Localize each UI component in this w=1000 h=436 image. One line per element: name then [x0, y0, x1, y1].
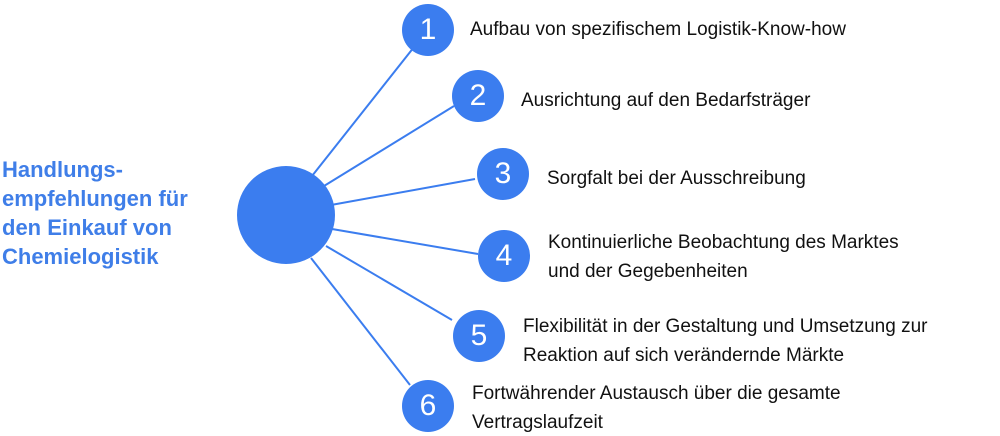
item-5-line-2: Reaktion auf sich verändernde Märkte — [523, 345, 845, 366]
connector-4 — [331, 228, 479, 255]
item-1-line-1: Aufbau von spezifischem Logistik-Know-ho… — [470, 19, 846, 40]
item-5-number-circle: 5 — [453, 310, 505, 362]
item-4-number-circle: 4 — [478, 230, 530, 282]
title-line-2: empfehlungen für — [2, 186, 188, 211]
item-3-line-1: Sorgfalt bei der Ausschreibung — [547, 168, 806, 189]
item-3-label: Sorgfalt bei der Ausschreibung — [547, 164, 806, 193]
item-1-number-circle: 1 — [402, 4, 454, 56]
central-hub-circle — [237, 166, 335, 264]
connector-6 — [310, 257, 411, 386]
item-5-line-1: Flexibilität in der Gestaltung und Umset… — [523, 316, 928, 337]
item-4-line-1: Kontinuierliche Beobachtung des Marktes — [548, 232, 899, 253]
title-line-3: den Einkauf von — [2, 215, 172, 240]
connector-3 — [330, 178, 476, 206]
item-6-line-2: Vertragslaufzeit — [472, 412, 603, 433]
connector-2 — [323, 105, 455, 187]
item-4-label: Kontinuierliche Beobachtung des Marktes … — [548, 228, 899, 286]
item-4-line-2: und der Gegebenheiten — [548, 261, 748, 282]
item-6-line-1: Fortwährender Austausch über die gesamte — [472, 383, 841, 404]
title-line-4: Chemielogistik — [2, 244, 159, 269]
diagram-title: Handlungs- empfehlungen für den Einkauf … — [2, 155, 247, 271]
item-5-label: Flexibilität in der Gestaltung und Umset… — [523, 312, 927, 370]
item-2-number-circle: 2 — [452, 70, 504, 122]
connector-5 — [325, 245, 453, 321]
title-line-1: Handlungs- — [2, 157, 123, 182]
item-2-label: Ausrichtung auf den Bedarfsträger — [521, 86, 810, 115]
item-2-line-1: Ausrichtung auf den Bedarfsträger — [521, 90, 811, 111]
item-6-number-circle: 6 — [402, 380, 454, 432]
item-6-label: Fortwährender Austausch über die gesamte… — [472, 379, 841, 436]
item-3-number-circle: 3 — [477, 148, 529, 200]
item-1-label: Aufbau von spezifischem Logistik-Know-ho… — [470, 15, 846, 44]
connector-1 — [311, 41, 419, 177]
